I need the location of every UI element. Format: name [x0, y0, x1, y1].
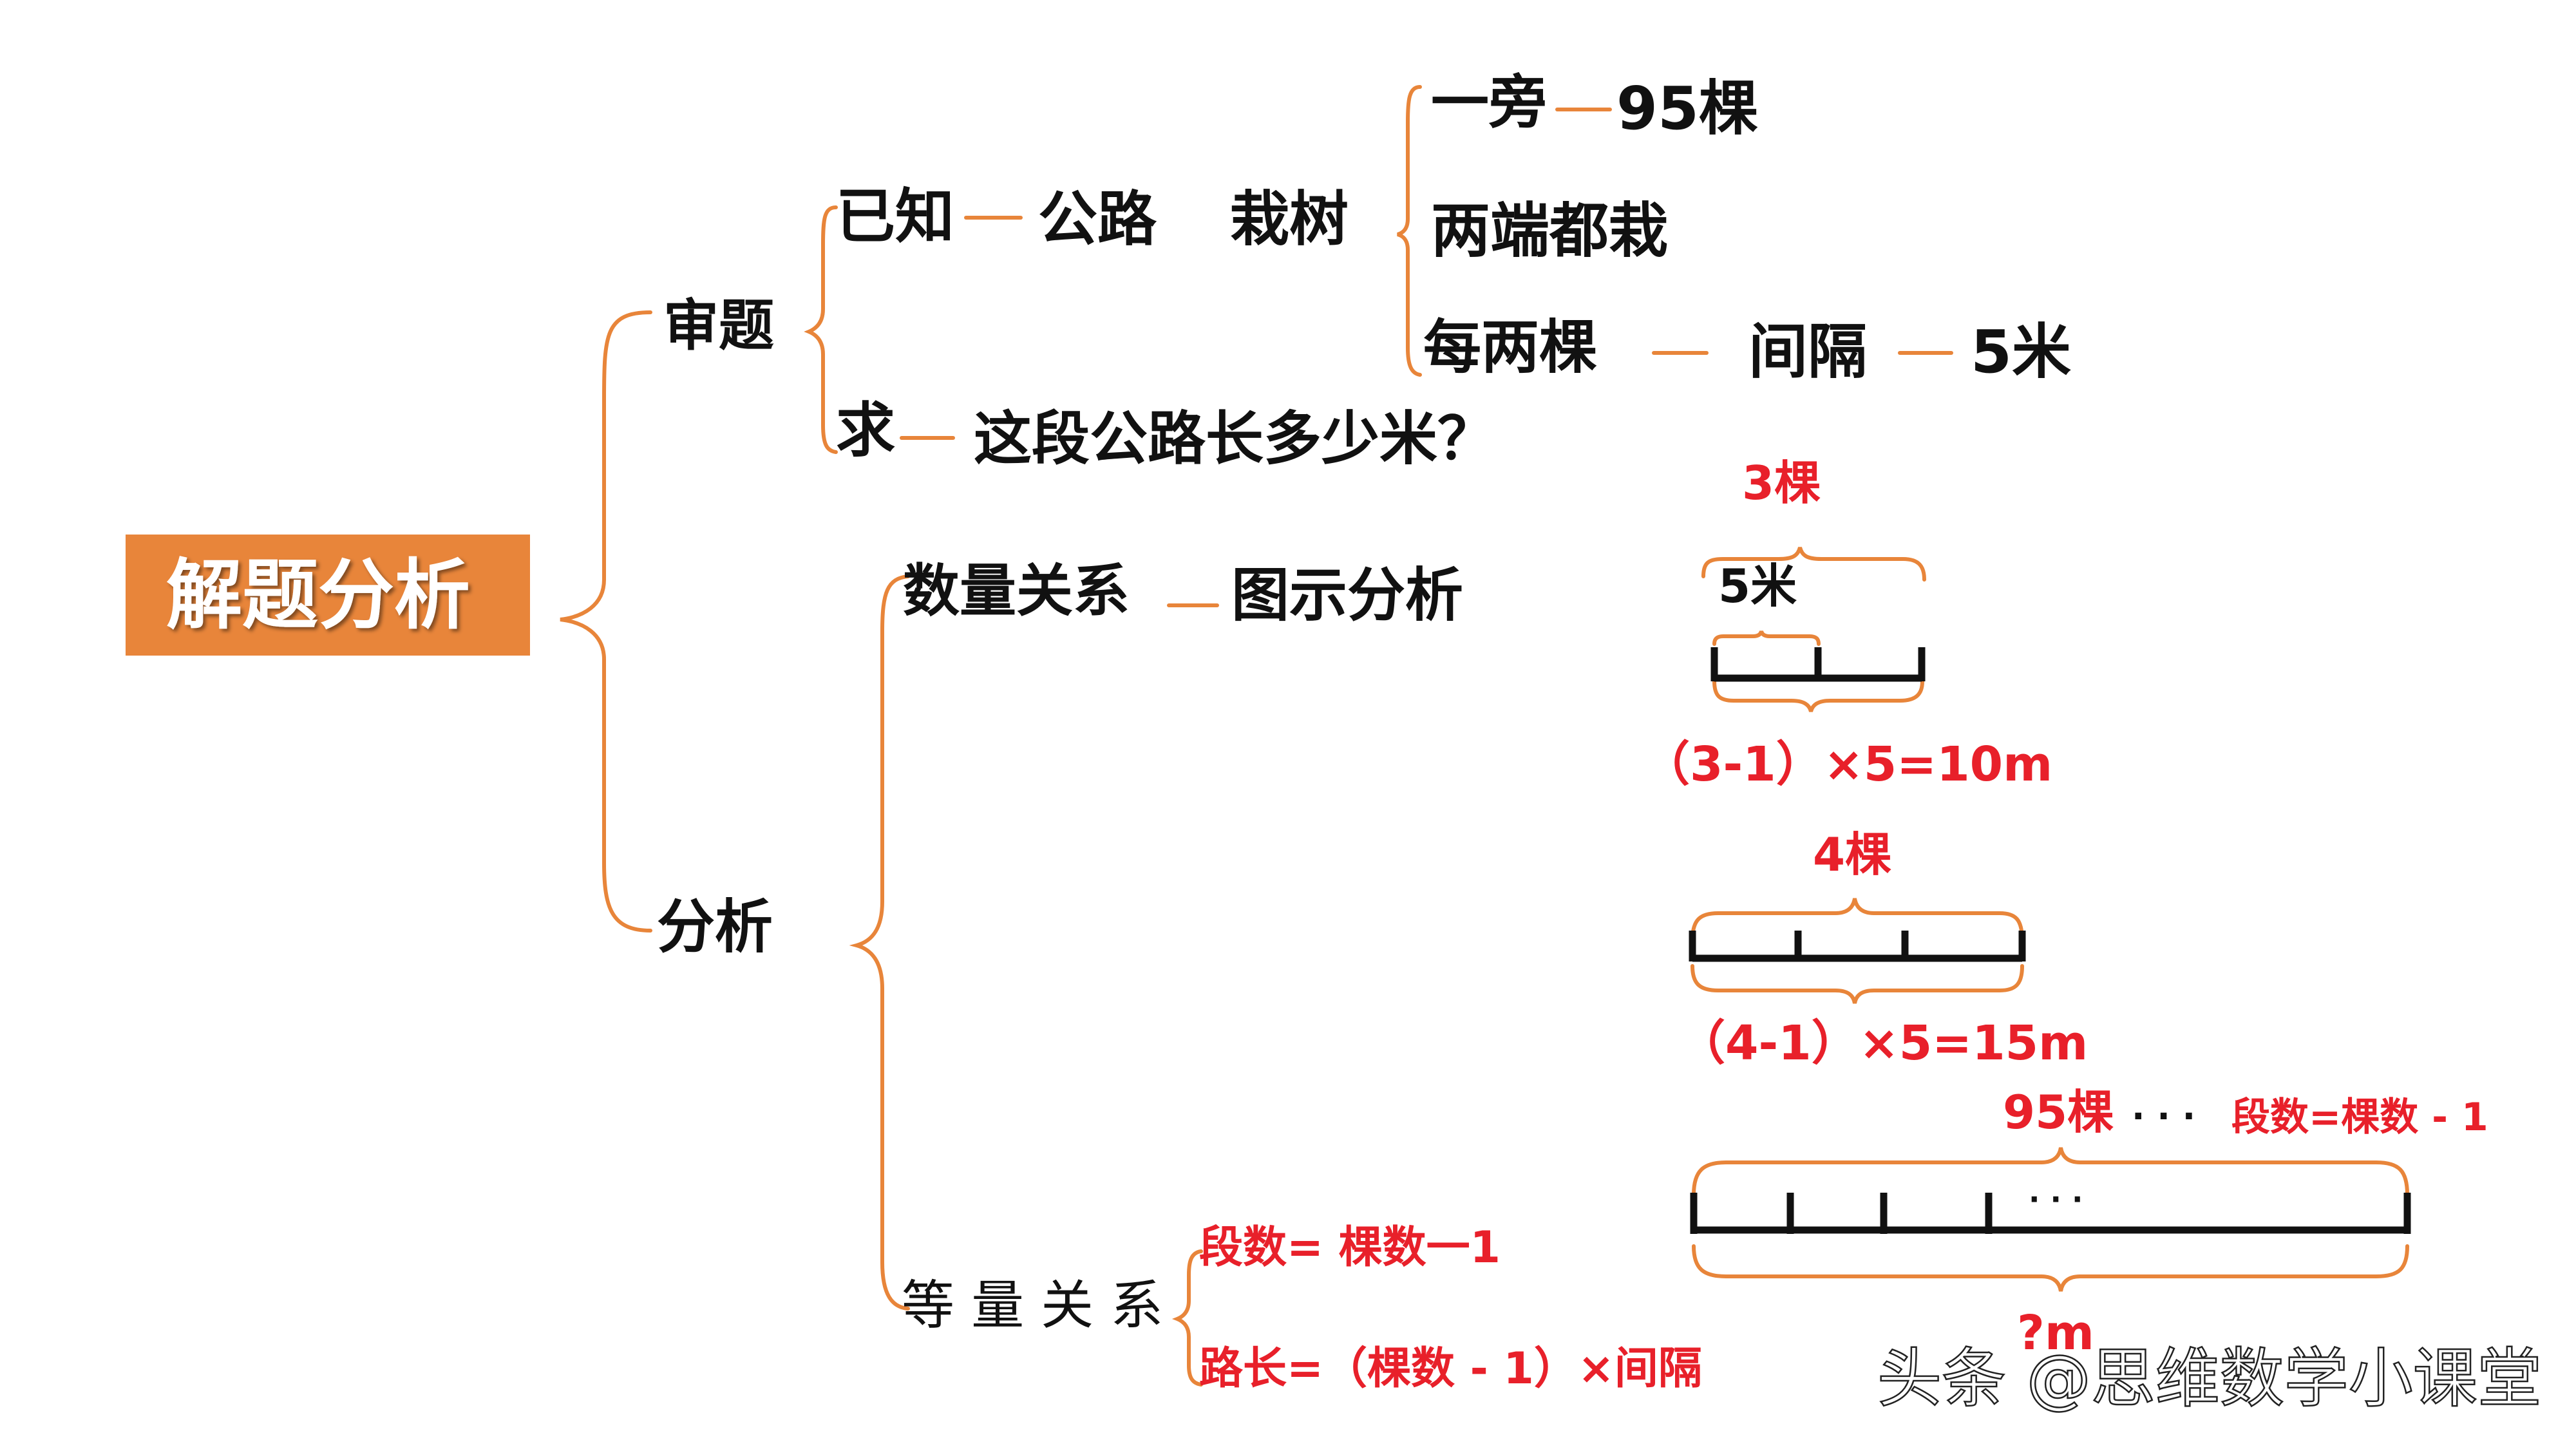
ask-question: 这段公路长多少米？ [974, 405, 1495, 473]
fig3-note: 段数=棵数 - 1 [2231, 1095, 2488, 1140]
equal-rule-2: 路长=（棵数 - 1）×间隔 [1199, 1343, 1702, 1394]
side-label: 一旁 [1431, 69, 1547, 137]
fig3-bar-dots: · · · [2029, 1182, 2083, 1217]
both-ends: 两端都栽 [1431, 196, 1668, 265]
fig3-top-label: 95棵 [2003, 1085, 2114, 1139]
fig3-dots: · · · [2132, 1096, 2195, 1137]
known-action: 栽树 [1230, 185, 1349, 254]
quantity-label: 数量关系 [903, 558, 1130, 624]
review-label: 审题 [663, 294, 774, 358]
fig3-bottom-label: ?m [2017, 1305, 2094, 1361]
spacing-label: 每两棵 [1423, 314, 1597, 381]
conditions-brace [1397, 85, 1422, 377]
quantity-method: 图示分析 [1231, 562, 1463, 629]
fig1-inner-brace [1712, 630, 1821, 646]
spacing-value: 5米 [1971, 317, 2071, 386]
known-subject: 公路 [1038, 185, 1157, 254]
review-brace [804, 205, 838, 454]
root-box [126, 535, 530, 656]
ask-label: 求 [836, 396, 895, 465]
fig1-formula: （3-1）×5=10m [1642, 737, 2052, 792]
analysis-brace [849, 574, 910, 1311]
fig1-inner-label: 5米 [1718, 559, 1797, 613]
equal-label: 等 量 关 系 [902, 1275, 1163, 1336]
root-label: 解题分析 [166, 551, 470, 639]
spacing-mid: 间隔 [1748, 317, 1867, 386]
watermark: 头条 @思维数学小课堂 [1877, 1341, 2542, 1416]
equal-brace [1171, 1249, 1203, 1387]
fig3-top-brace [1692, 1147, 2409, 1197]
equal-rule-1: 段数= 棵数一1 [1199, 1222, 1501, 1273]
fig1-top-brace [1701, 547, 1926, 582]
fig2-top-brace [1690, 898, 2024, 942]
root-brace [560, 310, 652, 933]
known-label: 已知 [836, 182, 954, 251]
fig1-top-label: 3棵 [1742, 456, 1821, 510]
fig2-top-label: 4棵 [1813, 828, 1891, 882]
side-value: 95棵 [1616, 74, 1758, 143]
fig1-bottom-brace [1712, 679, 1924, 712]
analysis-label: 分析 [657, 893, 773, 961]
fig2-bottom-brace [1690, 964, 2024, 1004]
fig2-formula: （4-1）×5=15m [1678, 1016, 2088, 1071]
fig3-bottom-brace [1692, 1244, 2409, 1292]
